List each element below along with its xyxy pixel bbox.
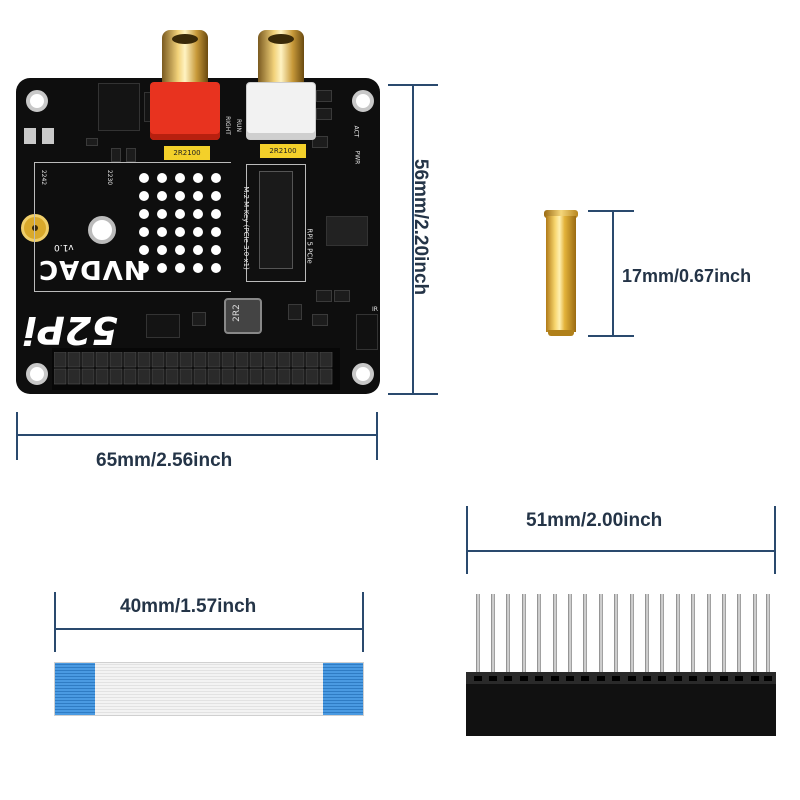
center-hole	[88, 216, 116, 244]
silk-outline	[34, 162, 231, 292]
corner-pad	[42, 128, 54, 144]
header-tick-right	[774, 506, 776, 574]
run-label: RUN	[235, 118, 243, 133]
ir-label: IR	[372, 306, 378, 313]
rca-jack-right	[246, 30, 316, 148]
smd-part	[316, 290, 332, 302]
act-label: ACT	[352, 125, 360, 138]
size-2230-label: 2230	[106, 169, 114, 186]
smd-part	[192, 312, 206, 326]
smd-part	[316, 90, 332, 102]
brand-logo: 52Pi	[24, 308, 118, 352]
ffc-tab-left	[55, 663, 95, 715]
mounting-hole-bottom-right	[352, 363, 374, 385]
smd-part	[316, 108, 332, 120]
right-label: RIGHT	[223, 116, 231, 135]
ffc-tick-right	[362, 592, 364, 652]
mounting-hole-bottom-left	[26, 363, 48, 385]
rca-jack-left	[150, 30, 220, 148]
board-width-line	[16, 434, 378, 436]
ir-receiver	[356, 314, 378, 350]
size-2242-label: 2242	[40, 169, 48, 186]
standoff-tick-bottom	[588, 335, 634, 337]
standoff-body	[546, 216, 576, 332]
standoff-line	[612, 210, 614, 337]
standoff-tick-top	[588, 210, 634, 212]
pcie-label: RPi 5 PCIe	[305, 228, 314, 264]
rca-jack-right-body	[246, 82, 316, 140]
m2-slot	[246, 164, 306, 282]
smd-part	[312, 314, 328, 326]
header-tick-left	[466, 506, 468, 574]
smd-part	[312, 136, 328, 148]
corner-pad	[24, 128, 36, 144]
stacking-header	[466, 594, 776, 736]
m2-connector	[259, 171, 293, 269]
pwr-label: PWR	[353, 150, 361, 165]
smd-part	[111, 148, 121, 162]
ffc-tick-left	[54, 592, 56, 652]
smd-part	[288, 304, 302, 320]
smd-part	[126, 148, 136, 162]
mounting-hole-top-right	[352, 90, 374, 112]
ffc-tab-right	[323, 663, 363, 715]
board-height-line	[412, 84, 414, 395]
ffc-length-line	[54, 628, 364, 630]
header-width-label: 51mm/2.00inch	[526, 510, 663, 531]
rca-jack-left-body	[150, 82, 220, 140]
capacitor-label-right: 2R2100	[260, 144, 306, 158]
standoff-top-cap	[544, 210, 578, 218]
m2-key-label: M.2 M-Key (PCIe 3.0 x1)	[242, 186, 250, 270]
board-height-label: 56mm/2.20inch	[410, 158, 431, 296]
vent-hole-grid	[139, 173, 221, 273]
ffc-cable	[54, 662, 364, 716]
board-width-tick-right	[376, 412, 378, 460]
smd-part	[334, 290, 350, 302]
mounting-hole-top-left	[26, 90, 48, 112]
standoff-bottom-cap	[548, 330, 574, 336]
inductor	[224, 298, 262, 334]
capacitor-label-left: 2R2100	[164, 146, 210, 160]
brass-standoff	[544, 210, 578, 336]
board-version: v1.0	[54, 242, 74, 252]
standoff-label: 17mm/0.67inch	[622, 266, 752, 286]
gpio-header	[52, 348, 340, 390]
ffc-length-label: 40mm/1.57inch	[120, 596, 257, 617]
inductor-label: 2R2	[231, 304, 242, 322]
board-width-tick-left	[16, 412, 18, 460]
gold-mount-pad	[21, 214, 49, 242]
small-ic	[146, 314, 180, 338]
smd-part	[86, 138, 98, 146]
board-width-label: 65mm/2.56inch	[96, 450, 233, 471]
ffc-connector	[326, 216, 368, 246]
board-name: NVDAC	[38, 254, 146, 284]
dac-chip	[98, 83, 140, 131]
header-width-line	[466, 550, 776, 552]
